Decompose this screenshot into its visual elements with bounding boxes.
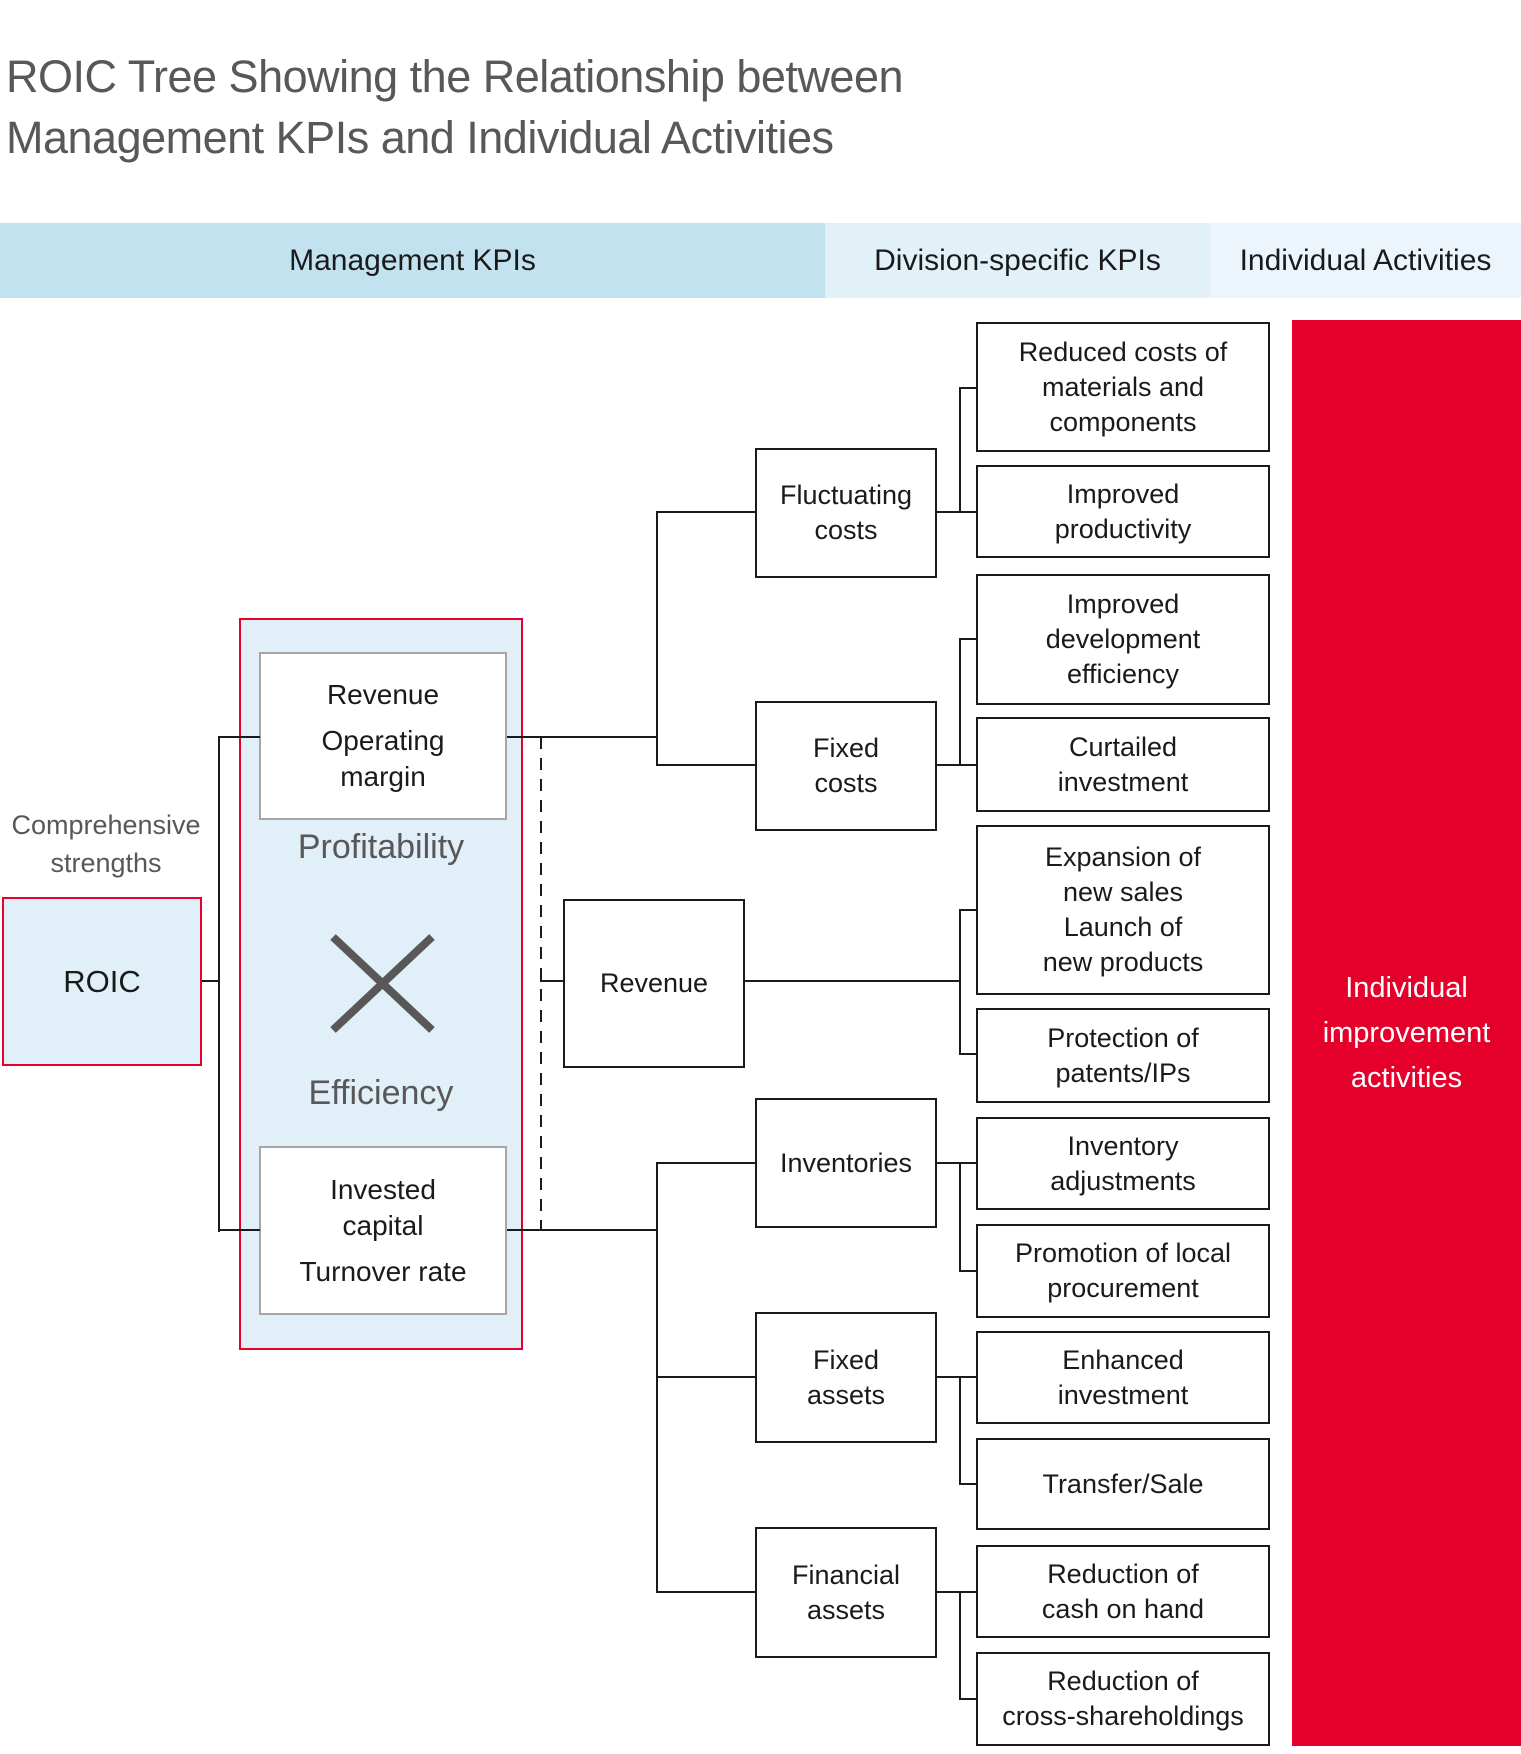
roic-node: ROIC [2,897,202,1066]
activity-node-inventory-adjustments: Inventory adjustments [976,1117,1270,1210]
connector-line [656,1162,755,1164]
division-node-fixed-assets: Fixed assets [755,1312,937,1443]
connector-line [959,638,961,766]
denominator-line: Turnover rate [299,1255,467,1287]
connector-line [507,1229,657,1231]
efficiency-label: Efficiency [308,1074,454,1112]
roic-label: ROIC [63,963,141,999]
division-node-fluctuating-costs: Fluctuating costs [755,448,937,578]
header-band-label: Division-specific KPIs [874,243,1161,277]
connector-line [959,1376,961,1485]
connector-line [959,1270,976,1272]
division-node-revenue: Revenue [563,899,745,1068]
activity-node-reduced-costs: Reduced costs of materials and component… [976,322,1270,452]
header-band-label: Management KPIs [289,243,536,277]
activity-node-improved-productivity: Improved productivity [976,465,1270,558]
activity-node-expansion-new-sales: Expansion of new sales Launch of new pro… [976,825,1270,995]
individual-improvement-band: Individual improvement activities [1292,320,1521,1746]
connector-line [959,1698,976,1700]
header-band-management-kpis: Management KPIs [0,223,825,298]
activity-node-enhanced-investment: Enhanced investment [976,1331,1270,1424]
multiplication-icon [330,934,435,1033]
connector-line [959,909,961,1055]
connector-line [656,1376,755,1378]
connector-line [959,1053,976,1055]
numerator-line: Operating margin [321,725,445,792]
numerator-line: Revenue [326,679,440,710]
division-node-fixed-costs: Fixed costs [755,701,937,831]
header-band-division-kpis: Division-specific KPIs [825,223,1210,298]
activity-node-local-procurement: Promotion of local procurement [976,1224,1270,1318]
connector-line [959,638,976,640]
connector-line [959,387,961,513]
connector-line [959,909,976,911]
division-node-financial-assets: Financial assets [755,1527,937,1658]
activity-node-curtailed-investment: Curtailed investment [976,717,1270,812]
connector-dashed-line [540,737,542,1230]
connector-line [656,511,658,766]
comprehensive-strengths-caption: Comprehensive strengths [11,810,201,878]
activity-node-reduction-cash: Reduction of cash on hand [976,1545,1270,1638]
activity-node-improved-development-efficiency: Improved development efficiency [976,574,1270,705]
denominator-box: Invested capital Turnover rate [259,1146,507,1315]
connector-line [540,980,563,982]
connector-line [937,511,976,513]
connector-line [937,1162,976,1164]
profitability-label: Profitability [297,828,465,866]
connector-line [202,980,220,982]
connector-line [218,736,220,1232]
connector-line [656,1591,755,1593]
connector-line [959,1162,961,1272]
connector-line [959,1591,961,1700]
activity-node-transfer-sale: Transfer/Sale [976,1438,1270,1530]
connector-line [656,511,755,513]
individual-improvement-label: Individual improvement activities [1322,971,1491,1094]
header-band-label: Individual Activities [1239,243,1492,277]
connector-line [656,764,755,766]
connector-line [218,1229,260,1231]
connector-line [745,980,961,982]
connector-line [937,764,976,766]
connector-line [937,1591,976,1593]
activity-node-reduction-cross-shareholdings: Reduction of cross-shareholdings [976,1652,1270,1746]
connector-line [937,1376,976,1378]
denominator-line: Invested capital [330,1173,436,1241]
connector-line [959,387,976,389]
page-title: ROIC Tree Showing the Relationship betwe… [6,51,904,163]
header-band-individual-activities: Individual Activities [1210,223,1521,298]
activity-node-protection-patents: Protection of patents/IPs [976,1008,1270,1103]
connector-line [959,1483,976,1485]
connector-line [218,736,260,738]
division-node-inventories: Inventories [755,1098,937,1228]
connector-line [507,736,657,738]
numerator-box: Revenue Operating margin [259,652,507,820]
